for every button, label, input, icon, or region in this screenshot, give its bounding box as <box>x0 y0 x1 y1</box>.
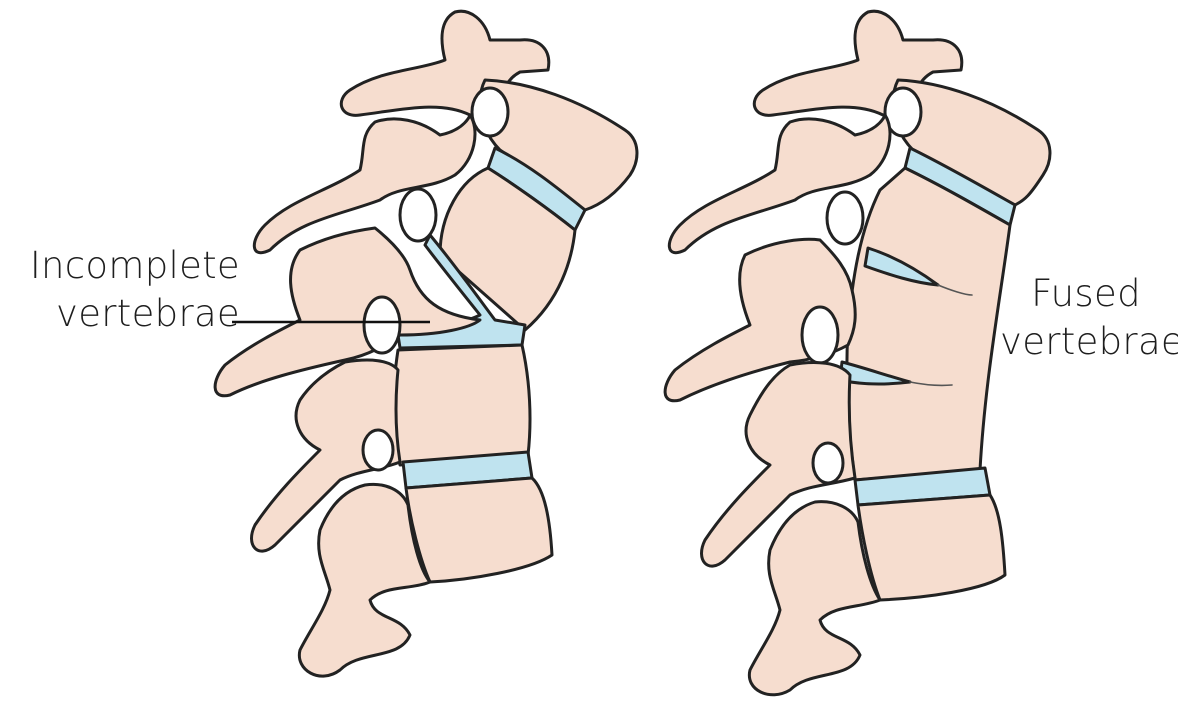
right-spine <box>665 11 1050 695</box>
right-foramen-3 <box>802 307 838 363</box>
left-foramen-4 <box>363 430 393 470</box>
left-foramen-3 <box>364 297 400 353</box>
left-spine <box>215 11 637 676</box>
left-foramen-1 <box>472 88 508 136</box>
left-foramen-2 <box>400 189 436 241</box>
left-vertebra-5-body <box>406 478 552 582</box>
right-foramen-2 <box>827 192 863 244</box>
right-vertebra-5-body <box>858 495 1005 600</box>
left-label: Incomplete vertebrae <box>12 244 240 336</box>
right-label-line2: vertebrae <box>1000 320 1172 364</box>
left-vertebra-4-body <box>393 345 530 465</box>
right-label: Fused vertebrae <box>1000 272 1172 364</box>
left-label-line1: Incomplete <box>12 244 240 288</box>
left-vertebra-5-process <box>299 484 430 676</box>
left-label-line2: vertebrae <box>12 292 240 336</box>
right-fused-body <box>847 168 1010 480</box>
right-vertebra-5-process <box>749 502 880 695</box>
right-foramen-4 <box>813 443 843 483</box>
right-label-line1: Fused <box>1000 272 1172 316</box>
